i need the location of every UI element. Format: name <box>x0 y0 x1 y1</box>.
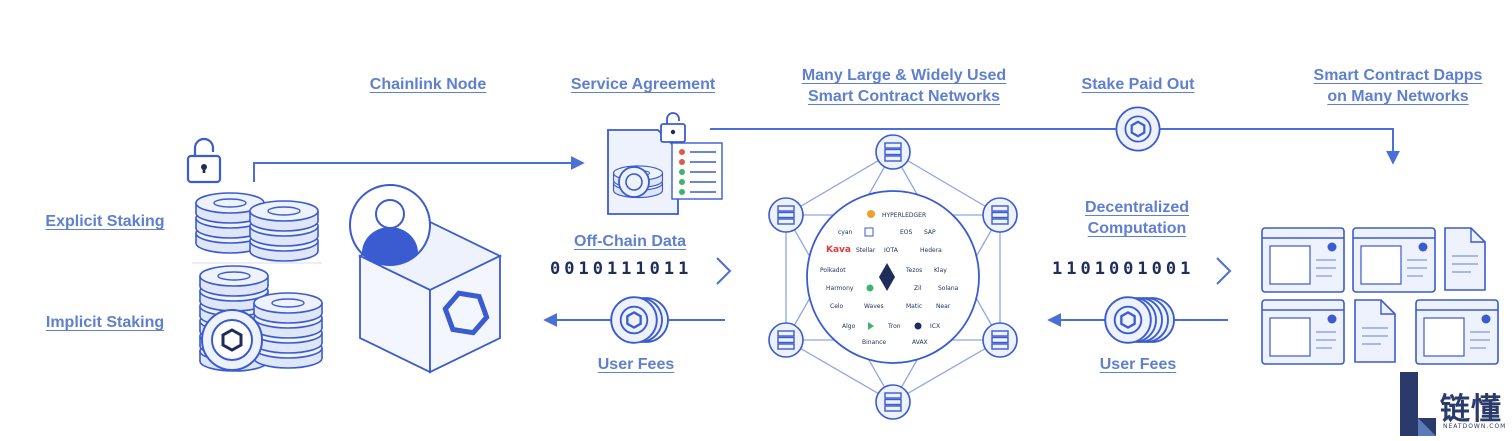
svg-text:Tron: Tron <box>887 323 901 330</box>
user-fees-right-label[interactable]: User Fees <box>1099 356 1177 373</box>
watermark-en: NEATDOWN.COM <box>1443 423 1507 430</box>
svg-text:IOTA: IOTA <box>884 247 899 254</box>
off-chain-chevron-icon <box>716 257 732 285</box>
svg-text:Binance: Binance <box>862 339 886 346</box>
watermark-cn: 链懂 <box>1440 392 1502 427</box>
svg-text:EOS: EOS <box>900 229 913 236</box>
smart-contract-networks-hub: HYPERLEDGER cyan EOS SAP Kava Stellar IO… <box>768 134 1018 420</box>
svg-text:Matic: Matic <box>906 303 922 310</box>
svg-text:Tezos: Tezos <box>905 267 922 274</box>
svg-text:ICX: ICX <box>930 323 940 330</box>
svg-text:cyan: cyan <box>838 229 853 236</box>
computation-binary: 1101001001 <box>1052 259 1195 279</box>
stake-coin-icon <box>1115 106 1161 152</box>
agreement-to-dapps-line <box>710 128 1400 165</box>
network-logos: HYPERLEDGER cyan EOS SAP Kava Stellar IO… <box>820 210 959 346</box>
dapps-grid-icon <box>1261 227 1499 365</box>
svg-text:SAP: SAP <box>924 229 936 236</box>
service-agreement-label[interactable]: Service Agreement <box>570 76 716 93</box>
networks-label-line2[interactable]: Smart Contract Networks <box>807 88 1001 105</box>
dapps-label-line1[interactable]: Smart Contract Dapps <box>1313 67 1483 84</box>
svg-text:Celo: Celo <box>830 303 844 310</box>
svg-text:Klay: Klay <box>934 267 947 274</box>
padlock-open-icon <box>186 137 222 184</box>
svg-text:Kava: Kava <box>826 245 851 255</box>
implicit-staking-coins-icon <box>199 265 323 372</box>
svg-text:Zil: Zil <box>914 285 922 292</box>
node-to-agreement-line <box>253 156 585 182</box>
service-agreement-doc-icon <box>607 112 723 215</box>
off-chain-binary: 0010111011 <box>550 259 693 279</box>
svg-text:Harmony: Harmony <box>826 285 854 292</box>
svg-text:Algo: Algo <box>842 323 856 330</box>
stake-paid-out-label[interactable]: Stake Paid Out <box>1081 76 1195 93</box>
svg-text:Solana: Solana <box>938 285 959 292</box>
user-fees-right-coins-icon <box>1104 296 1175 344</box>
chainlink-node-cube-icon <box>349 184 503 374</box>
svg-text:AVAX: AVAX <box>912 339 928 346</box>
decentralized-label-line2[interactable]: Computation <box>1087 220 1187 237</box>
svg-text:Near: Near <box>936 303 951 310</box>
svg-text:Hedera: Hedera <box>920 247 942 254</box>
dapps-label-line2[interactable]: on Many Networks <box>1327 88 1469 105</box>
off-chain-data-label[interactable]: Off-Chain Data <box>574 233 686 250</box>
svg-text:Waves: Waves <box>864 303 884 310</box>
decentralized-label-line1[interactable]: Decentralized <box>1084 199 1190 216</box>
svg-text:Stellar: Stellar <box>856 247 876 254</box>
explicit-staking-coins-icon <box>195 192 319 262</box>
networks-label-line1[interactable]: Many Large & Widely Used <box>801 67 1007 84</box>
user-fees-left-coins-icon <box>610 296 669 344</box>
svg-text:Polkadot: Polkadot <box>820 267 846 274</box>
decentralized-chevron-icon <box>1216 257 1232 285</box>
chainlink-node-label[interactable]: Chainlink Node <box>369 76 487 93</box>
neatdown-logo-icon <box>1400 372 1436 436</box>
explicit-staking-label[interactable]: Explicit Staking <box>45 213 165 230</box>
svg-text:HYPERLEDGER: HYPERLEDGER <box>882 212 926 219</box>
user-fees-left-label[interactable]: User Fees <box>597 356 675 373</box>
implicit-staking-label[interactable]: Implicit Staking <box>45 314 165 331</box>
